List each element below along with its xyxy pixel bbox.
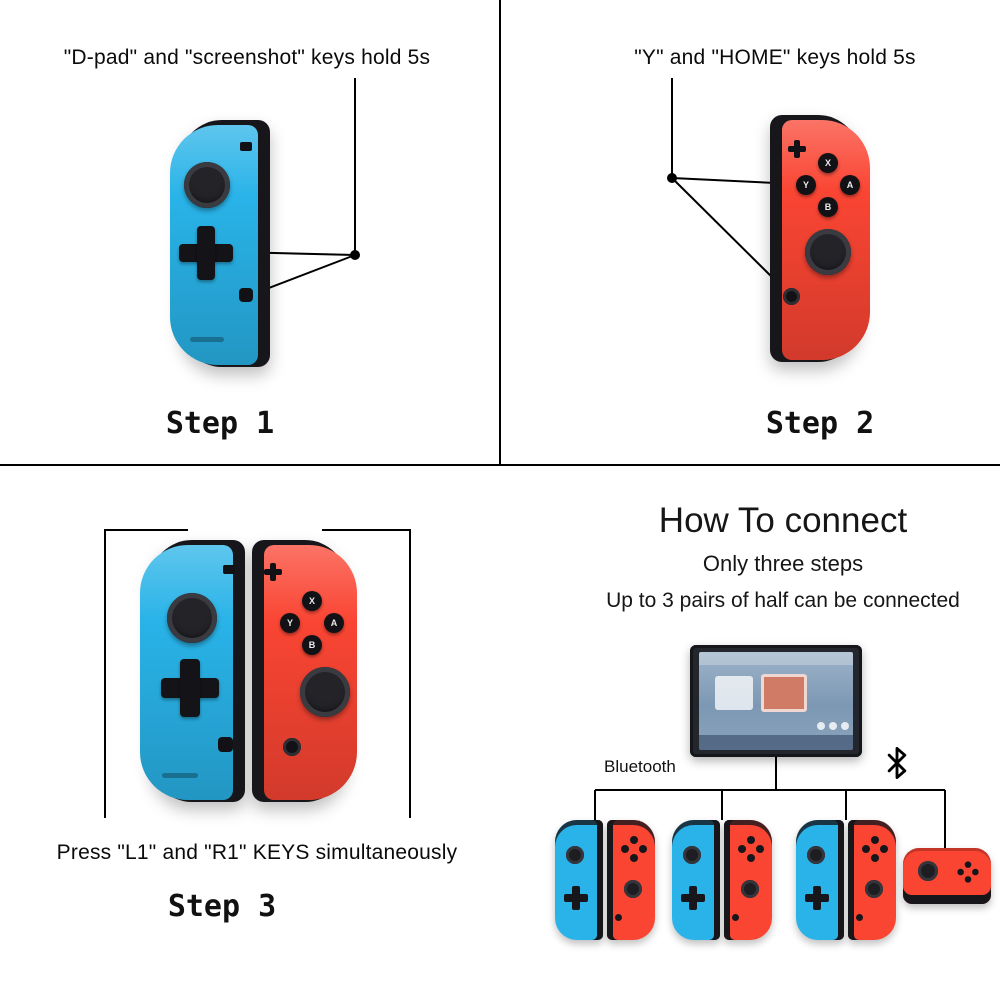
analog-stick bbox=[865, 880, 883, 898]
step1-caption: "D-pad" and "screenshot" keys hold 5s bbox=[63, 46, 431, 69]
analog-stick bbox=[566, 846, 584, 864]
step2-label: Step 2 bbox=[765, 406, 875, 441]
connect-note: Up to 3 pairs of half can be connected bbox=[606, 589, 960, 612]
panel-divider-horizontal bbox=[0, 464, 1000, 466]
joycon-left-blue bbox=[140, 540, 245, 802]
console-screen bbox=[699, 652, 853, 750]
plus-button bbox=[788, 140, 806, 158]
button-y: Y bbox=[796, 175, 816, 195]
step1-label: Step 1 bbox=[165, 406, 275, 441]
dpad bbox=[681, 886, 705, 910]
dpad bbox=[179, 226, 233, 280]
annotation-dot bbox=[667, 173, 677, 183]
home-button bbox=[615, 914, 622, 921]
mini-joycon-left bbox=[796, 820, 844, 940]
abxy-cluster bbox=[621, 836, 647, 862]
analog-stick bbox=[184, 162, 230, 208]
screen-card bbox=[715, 676, 753, 710]
dpad-vertical bbox=[180, 659, 200, 717]
annotation-line bbox=[671, 177, 786, 291]
home-button bbox=[783, 288, 800, 305]
screen-dock bbox=[699, 735, 853, 750]
connect-panel: How To connect Only three steps Up to 3 … bbox=[500, 465, 1000, 1000]
dpad bbox=[805, 886, 829, 910]
analog-stick bbox=[805, 229, 851, 275]
joycon-pair bbox=[796, 820, 896, 940]
plus-button bbox=[264, 563, 282, 581]
analog-stick bbox=[683, 846, 701, 864]
joycon-pair bbox=[672, 820, 772, 940]
dpad-vertical bbox=[196, 226, 216, 280]
analog-stick bbox=[741, 880, 759, 898]
dpad bbox=[161, 659, 219, 717]
button-a: A bbox=[324, 613, 344, 633]
mini-joycon-right bbox=[848, 820, 896, 940]
joycon-right-red: X Y A B bbox=[252, 540, 357, 802]
joycon-right-red: X Y A B bbox=[770, 115, 870, 362]
screen-icon-dot bbox=[841, 722, 849, 730]
joycon-left-blue bbox=[170, 120, 270, 367]
step1-panel: "D-pad" and "screenshot" keys hold 5s St… bbox=[0, 0, 500, 465]
abxy-cluster: X Y A B bbox=[280, 591, 344, 655]
analog-stick bbox=[624, 880, 642, 898]
analog-stick bbox=[807, 846, 825, 864]
bluetooth-icon bbox=[887, 747, 907, 779]
mini-joycon-right bbox=[724, 820, 772, 940]
abxy-cluster bbox=[957, 861, 979, 883]
switch-console bbox=[690, 645, 862, 757]
panel-divider-vertical bbox=[499, 0, 501, 466]
step3-label: Step 3 bbox=[167, 889, 277, 924]
analog-stick bbox=[918, 861, 938, 881]
screen-topbar bbox=[699, 652, 853, 665]
screen-icon-dot bbox=[817, 722, 825, 730]
button-y: Y bbox=[280, 613, 300, 633]
screen-icon-dot bbox=[829, 722, 837, 730]
home-button bbox=[856, 914, 863, 921]
annotation-dot bbox=[350, 250, 360, 260]
step2-panel: "Y" and "HOME" keys hold 5s X Y A B Step… bbox=[500, 0, 1000, 465]
joycon-pair bbox=[555, 820, 655, 940]
dpad bbox=[564, 886, 588, 910]
mini-joycon-left bbox=[672, 820, 720, 940]
connect-subtitle: Only three steps bbox=[702, 551, 864, 576]
button-a: A bbox=[840, 175, 860, 195]
rail-slot bbox=[190, 337, 224, 342]
button-x: X bbox=[818, 153, 838, 173]
step3-caption: Press "L1" and "R1" KEYS simultaneously bbox=[56, 841, 458, 864]
mini-joycon-left bbox=[555, 820, 603, 940]
minus-button bbox=[240, 142, 252, 151]
step2-caption: "Y" and "HOME" keys hold 5s bbox=[634, 46, 916, 69]
home-button bbox=[732, 914, 739, 921]
analog-stick bbox=[300, 667, 350, 717]
button-x: X bbox=[302, 591, 322, 611]
button-b: B bbox=[818, 197, 838, 217]
abxy-cluster bbox=[862, 836, 888, 862]
button-b: B bbox=[302, 635, 322, 655]
rail-slot bbox=[162, 773, 198, 778]
bluetooth-label: Bluetooth bbox=[604, 757, 676, 776]
abxy-cluster: X Y A B bbox=[796, 153, 860, 217]
step3-panel: X Y A B Press "L1" and "R1" KEYS simulta… bbox=[0, 465, 500, 1000]
joycon-body bbox=[140, 545, 233, 800]
screen-art bbox=[761, 674, 807, 712]
screenshot-button bbox=[239, 288, 253, 302]
minus-button bbox=[223, 565, 235, 574]
abxy-cluster bbox=[738, 836, 764, 862]
mini-joycon-horizontal bbox=[903, 848, 991, 904]
screenshot-button bbox=[218, 737, 233, 752]
connect-title: How To connect bbox=[658, 501, 908, 540]
home-button bbox=[283, 738, 301, 756]
mini-joycon-right bbox=[607, 820, 655, 940]
analog-stick bbox=[167, 593, 217, 643]
